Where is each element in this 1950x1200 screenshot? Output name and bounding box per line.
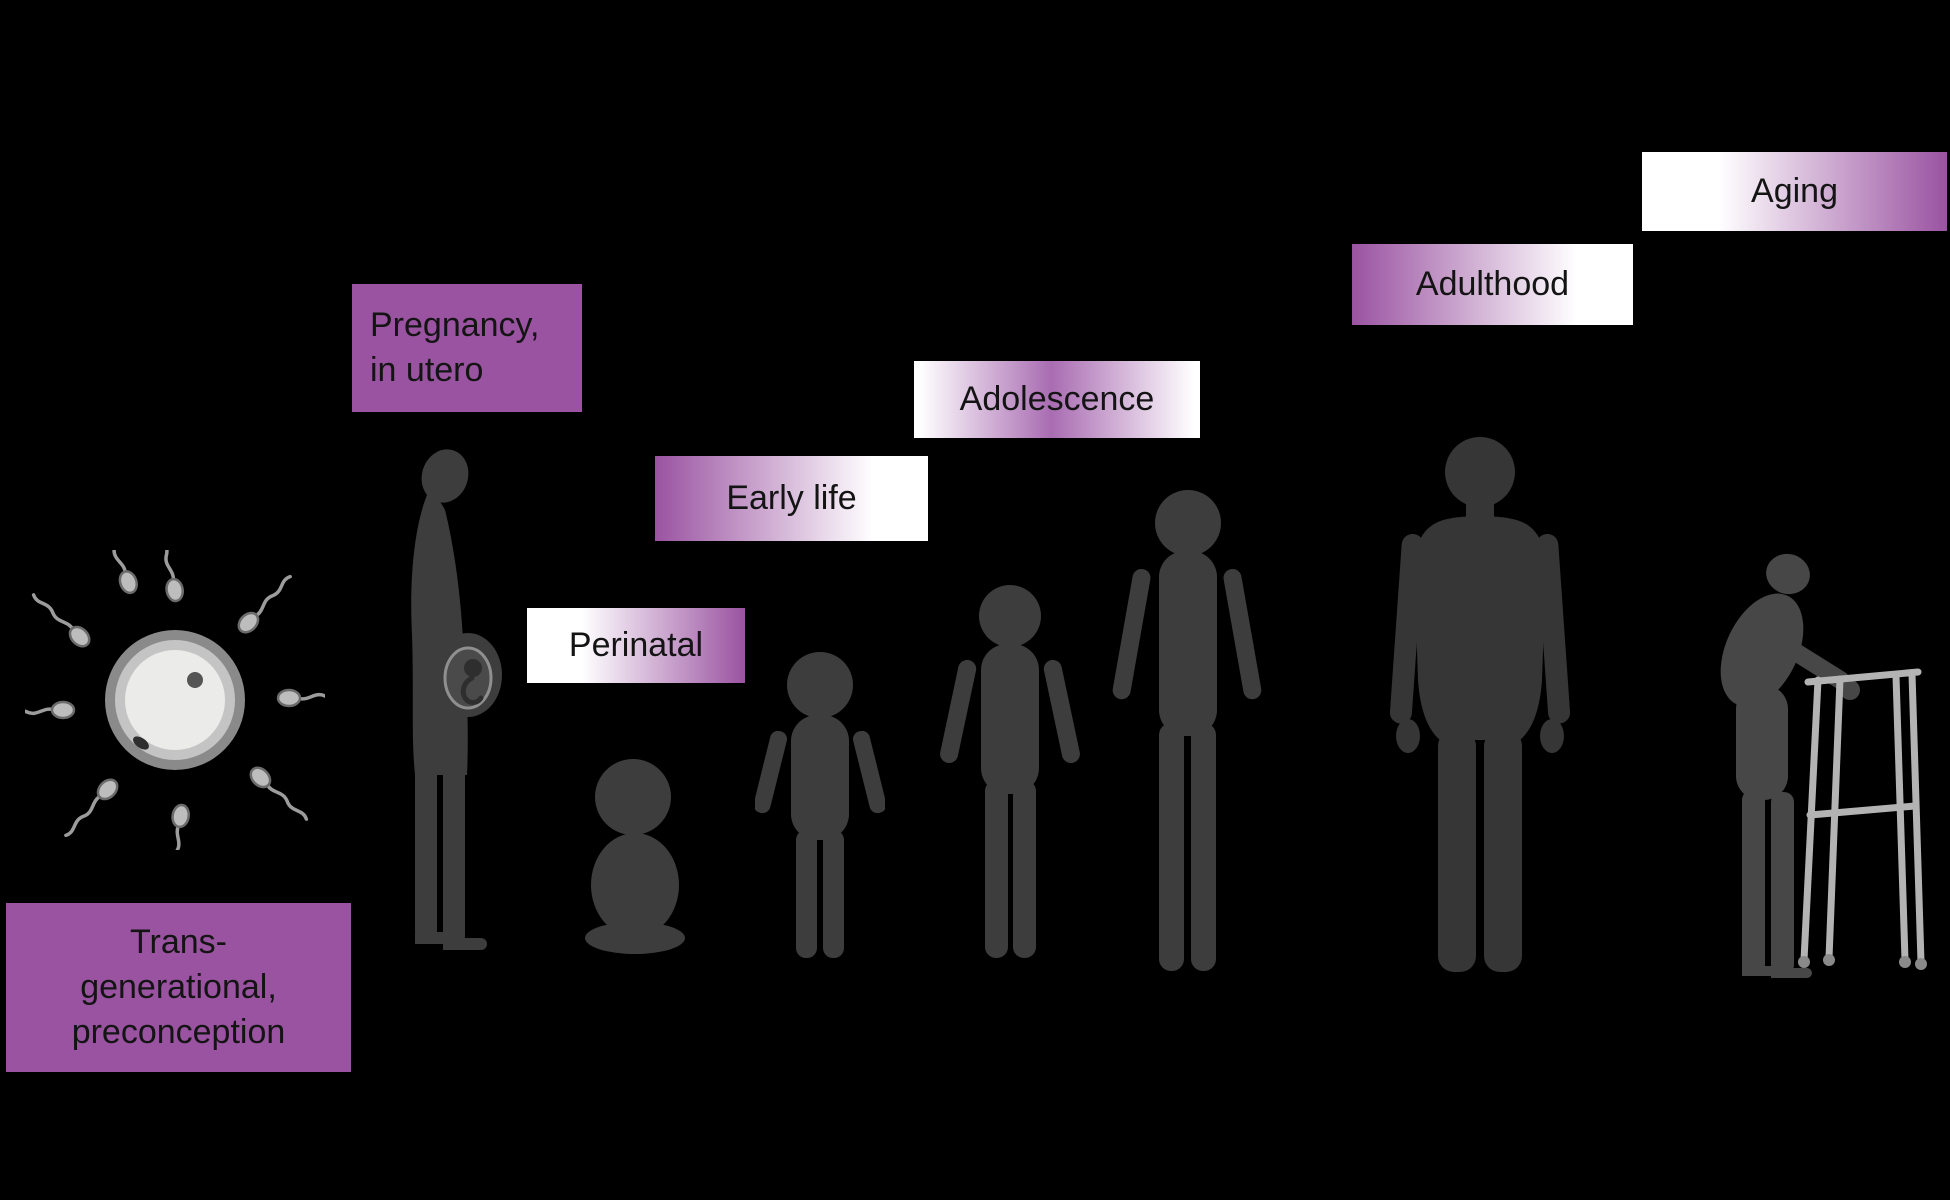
toddler-silhouette-icon bbox=[753, 645, 887, 970]
child-silhouette-icon bbox=[935, 580, 1085, 970]
stage-label-early-life: Early life bbox=[655, 456, 928, 541]
pregnant-woman-silhouette-icon bbox=[375, 440, 515, 965]
walker-icon bbox=[1798, 668, 1927, 970]
stage-label-adulthood: Adulthood bbox=[1352, 244, 1633, 325]
stage-label-adolescence: Adolescence bbox=[914, 361, 1200, 438]
infant-silhouette-icon bbox=[575, 745, 695, 965]
stage-label-perinatal: Perinatal bbox=[527, 608, 745, 683]
stage-label-aging: Aging bbox=[1642, 152, 1947, 231]
adult-silhouette-icon bbox=[1360, 430, 1600, 985]
stage-label-transgenerational-preconception: Trans- generational, preconception bbox=[6, 903, 351, 1072]
elderly-person-with-walker-silhouette-icon bbox=[1700, 490, 1930, 990]
stage-label-pregnancy-in-utero: Pregnancy, in utero bbox=[352, 284, 582, 412]
fertilized-egg-with-sperm-icon bbox=[0, 519, 353, 881]
adolescent-silhouette-icon bbox=[1095, 485, 1280, 980]
